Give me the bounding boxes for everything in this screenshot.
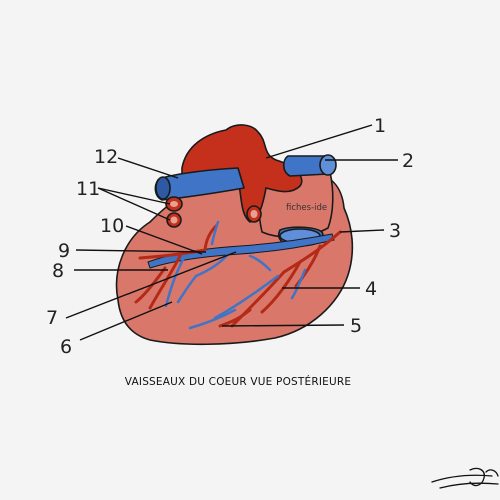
artery-stump-right-inner bbox=[250, 210, 258, 218]
label-5: 5 bbox=[350, 315, 362, 337]
leader-5 bbox=[221, 324, 345, 327]
pulmonary-vein-upper-opening bbox=[319, 154, 337, 176]
leader-10 bbox=[125, 225, 203, 255]
label-9: 9 bbox=[58, 240, 70, 262]
label-7: 7 bbox=[46, 307, 58, 329]
label-3: 3 bbox=[389, 220, 401, 242]
watermark-text: fiches-ide bbox=[286, 203, 327, 213]
leader-9 bbox=[75, 249, 207, 253]
leader-11b bbox=[97, 187, 171, 221]
label-8: 8 bbox=[52, 260, 64, 282]
leader-lines bbox=[65, 124, 398, 341]
label-10: 10 bbox=[100, 215, 124, 237]
coronary-arteries bbox=[134, 224, 342, 328]
cardiac-veins bbox=[164, 220, 307, 330]
number-labels: 1 2 3 4 5 6 7 8 9 10 11 12 bbox=[46, 115, 414, 358]
label-4: 4 bbox=[365, 278, 377, 300]
label-1: 1 bbox=[374, 115, 386, 137]
diagram-caption: VAISSEAUX DU COEUR VUE POSTÉRIEURE bbox=[125, 375, 351, 388]
label-2: 2 bbox=[402, 150, 414, 172]
leader-11a bbox=[97, 187, 171, 205]
artist-signature bbox=[431, 467, 499, 489]
label-6: 6 bbox=[60, 336, 72, 358]
leader-7 bbox=[65, 251, 237, 319]
artery-stump-upper-inner bbox=[170, 201, 178, 207]
leader-3 bbox=[339, 229, 385, 233]
label-11: 11 bbox=[76, 178, 100, 200]
leader-1 bbox=[265, 124, 373, 159]
coronary-sinus bbox=[147, 233, 335, 269]
leader-12 bbox=[117, 157, 179, 179]
artery-stump-lower-inner bbox=[170, 216, 178, 224]
label-12: 12 bbox=[94, 146, 118, 168]
superior-vena-cava-opening bbox=[155, 176, 171, 200]
leader-6 bbox=[79, 301, 173, 341]
